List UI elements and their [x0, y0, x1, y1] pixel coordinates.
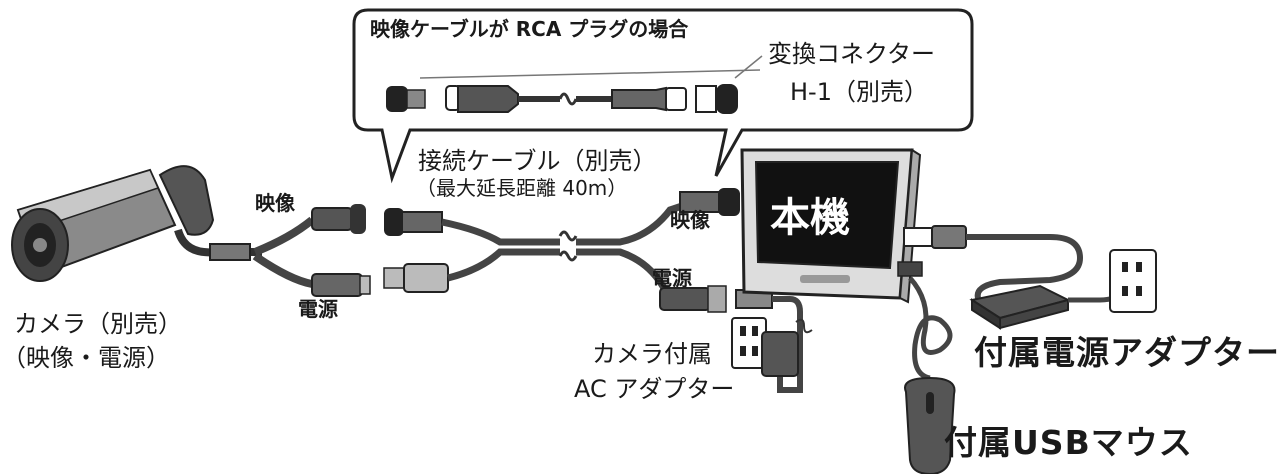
camera-side-power-label: 電源	[298, 297, 338, 321]
converter-name: 変換コネクター	[768, 40, 936, 68]
camera-label: カメラ（別売）	[14, 310, 182, 338]
cable-title: 接続ケーブル（別売）	[418, 147, 657, 175]
camera-sublabel: （映像・電源）	[2, 344, 170, 372]
rca-cable-illustration	[386, 55, 763, 114]
callout-header: 映像ケーブルが RCA プラグの場合	[370, 17, 689, 41]
camera-adapter-label: カメラ付属	[592, 340, 712, 368]
converter-model: H-1（別売）	[790, 78, 928, 106]
extension-cable-illustration	[383, 188, 740, 313]
camera-illustration	[11, 165, 371, 297]
device-side-power-label: 電源	[652, 266, 692, 290]
included-mouse-label: 付属USBマウス	[944, 423, 1193, 462]
monitor-illustration	[740, 148, 923, 304]
device-power-adapter-illustration	[903, 225, 1157, 330]
device-side-video-label: 映像	[670, 208, 710, 232]
device-title: 本機	[769, 194, 851, 242]
camera-ac-adapter-illustration	[731, 289, 813, 393]
included-power-adapter-label: 付属電源アダプター	[974, 333, 1280, 372]
camera-side-video-label: 映像	[255, 191, 295, 215]
cable-max-length: （最大延長距離 40m）	[416, 176, 628, 200]
usb-mouse-illustration	[904, 276, 956, 474]
camera-adapter-sublabel: AC アダプター	[574, 375, 735, 403]
